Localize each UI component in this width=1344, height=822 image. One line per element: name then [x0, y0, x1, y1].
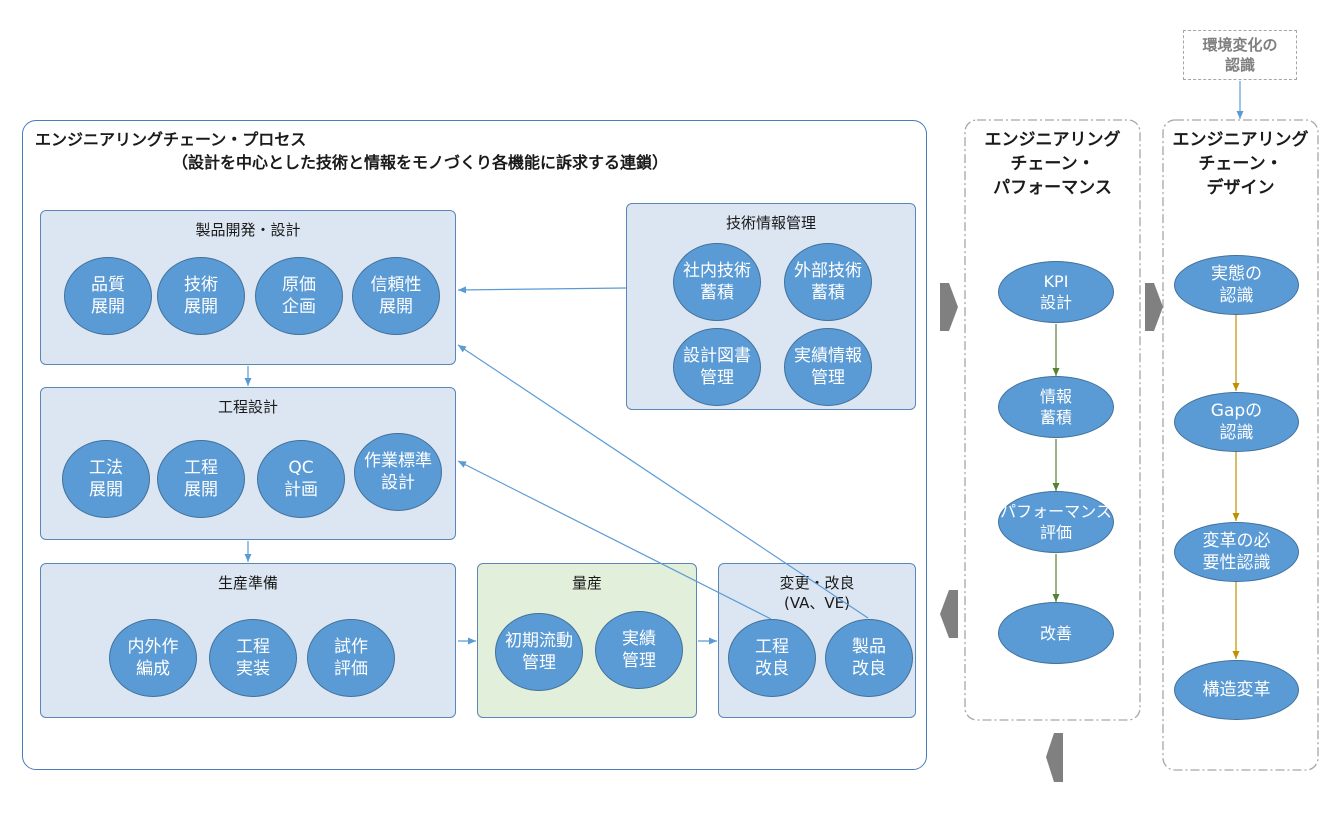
- node-label: 実績情報 管理: [794, 346, 862, 388]
- node-cost-planning: 原価 企画: [255, 257, 343, 335]
- node-label: 変革の必 要性認識: [1202, 531, 1271, 573]
- node-label: 社内技術 蓄積: [683, 261, 751, 303]
- node-prototype-evaluation: 試作 評価: [307, 619, 395, 697]
- node-performance-evaluation: パフォーマンス 評価: [998, 491, 1114, 553]
- box-production-prep: 生産準備 内外作 編成 工程 実装 試作 評価: [40, 563, 456, 718]
- box-tech-info: 技術情報管理 社内技術 蓄積 外部技術 蓄積 設計図書 管理 実績情報 管理: [626, 203, 916, 410]
- node-improvement: 改善: [998, 602, 1114, 664]
- chevron-right-icon: [940, 283, 958, 331]
- node-design-document-management: 設計図書 管理: [673, 328, 761, 406]
- node-label: 設計図書 管理: [683, 346, 751, 388]
- box-product-design: 製品開発・設計 品質 展開 技術 展開 原価 企画 信頼性 展開: [40, 210, 456, 365]
- node-label: 作業標準 設計: [364, 451, 432, 493]
- node-label: 初期流動 管理: [505, 631, 573, 673]
- node-label: 製品 改良: [852, 637, 886, 679]
- node-label: パフォーマンス 評価: [1000, 502, 1112, 542]
- node-label: 改善: [1039, 623, 1072, 643]
- node-quality-deployment: 品質 展開: [64, 257, 152, 335]
- process-title: エンジニアリングチェーン・プロセス: [35, 130, 307, 149]
- node-internal-tech-accumulation: 社内技術 蓄積: [673, 243, 761, 321]
- box-title: 製品開発・設計: [195, 221, 301, 239]
- box-title: 生産準備: [217, 574, 278, 592]
- node-product-improvement: 製品 改良: [825, 619, 913, 697]
- node-label: 工程 実装: [236, 637, 270, 679]
- environment-change-label: 環境変化の 認識: [1202, 36, 1278, 74]
- node-work-standard-design: 作業標準 設計: [354, 433, 442, 511]
- node-process-improvement: 工程 改良: [728, 619, 816, 697]
- node-process-deployment: 工程 展開: [157, 440, 245, 518]
- node-change-need-recognition: 変革の必 要性認識: [1174, 522, 1299, 582]
- box-title: 量産: [571, 574, 602, 592]
- node-qc-planning: QC 計画: [257, 440, 345, 518]
- node-label: 工程 展開: [184, 458, 218, 500]
- node-label: KPI 設計: [1039, 272, 1072, 312]
- box-title: 工程設計: [217, 398, 278, 416]
- chevron-left-icon: [940, 590, 958, 638]
- node-label: QC 計画: [284, 458, 318, 500]
- node-label: 技術 展開: [184, 275, 218, 317]
- node-kpi-design: KPI 設計: [998, 261, 1114, 323]
- chevron-right-icon: [1145, 283, 1163, 331]
- node-label: 原価 企画: [282, 275, 316, 317]
- node-label: 内外作 編成: [127, 637, 179, 679]
- node-external-tech-accumulation: 外部技術 蓄積: [784, 243, 872, 321]
- process-frame: [22, 120, 927, 770]
- node-reliability-deployment: 信頼性 展開: [352, 257, 440, 335]
- node-technology-deployment: 技術 展開: [157, 257, 245, 335]
- node-label: 情報 蓄積: [1039, 387, 1072, 427]
- chevron-left-icon: [1046, 733, 1063, 782]
- node-method-deployment: 工法 展開: [62, 440, 150, 518]
- box-mass-production: 量産 初期流動 管理 実績 管理: [477, 563, 697, 718]
- node-gap-recognition: Gapの 認識: [1174, 392, 1299, 452]
- node-label: 実績 管理: [622, 629, 656, 671]
- environment-change-box: 環境変化の 認識: [1183, 30, 1297, 80]
- node-label: 外部技術 蓄積: [794, 261, 862, 303]
- node-label: 構造変革: [1202, 680, 1271, 700]
- design-title: エンジニアリング チェーン・ デザイン: [1172, 130, 1309, 198]
- node-label: Gapの 認識: [1210, 401, 1263, 443]
- performance-title: エンジニアリング チェーン・ パフォーマンス: [984, 130, 1121, 198]
- box-change-improvement: 変更・改良 (VA、VE) 工程 改良 製品 改良: [718, 563, 916, 718]
- node-info-accumulation: 情報 蓄積: [998, 376, 1114, 438]
- node-label: 工程 改良: [755, 637, 789, 679]
- node-results-info-management: 実績情報 管理: [784, 328, 872, 406]
- node-results-management: 実績 管理: [595, 611, 683, 689]
- node-label: 工法 展開: [89, 458, 123, 500]
- box-process-design: 工程設計 工法 展開 工程 展開 QC 計画 作業標準 設計: [40, 387, 456, 540]
- node-label: 試作 評価: [334, 637, 368, 679]
- node-structural-reform: 構造変革: [1174, 660, 1299, 720]
- node-label: 品質 展開: [91, 275, 125, 317]
- box-subtitle: (VA、VE): [783, 594, 850, 612]
- node-label: 信頼性 展開: [370, 275, 422, 317]
- node-initial-flow-control: 初期流動 管理: [495, 613, 583, 691]
- node-process-implementation: 工程 実装: [209, 619, 297, 697]
- node-make-or-buy: 内外作 編成: [109, 619, 197, 697]
- box-title: 変更・改良: [779, 574, 855, 592]
- node-current-state-recognition: 実態の 認識: [1174, 255, 1299, 315]
- box-title: 技術情報管理: [725, 214, 816, 232]
- node-label: 実態の 認識: [1211, 264, 1262, 306]
- process-subtitle: （設計を中心とした技術と情報をモノづくり各機能に訴求する連鎖）: [172, 153, 669, 172]
